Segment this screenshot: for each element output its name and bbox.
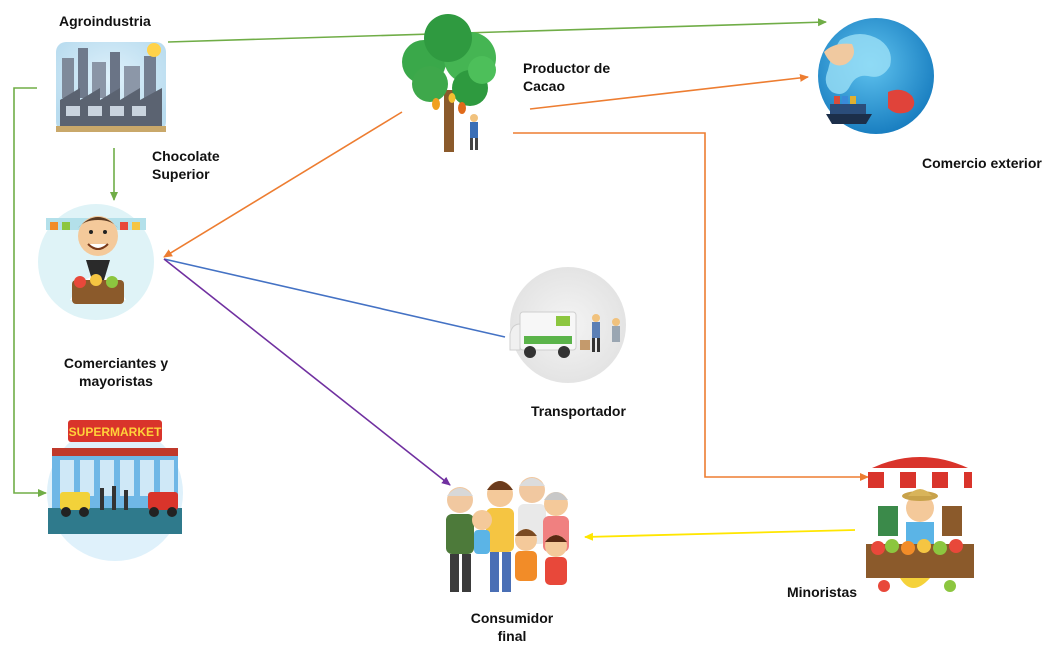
label-productor-de-cacao: Productor de Cacao — [523, 60, 611, 94]
label-transportador: Transportador — [531, 403, 626, 419]
merchant-icon — [38, 204, 154, 320]
arrow-productor-to-comerciantes — [163, 111, 403, 258]
factory-icon — [56, 42, 166, 132]
label-agroindustria: Agroindustria — [59, 13, 151, 29]
arrow-minoristas-to-consumidor — [584, 529, 856, 541]
arrow-productor-to-comercio — [529, 73, 809, 110]
globe-trade-icon — [818, 18, 934, 134]
arrow-comerciantes-to-consumidor — [163, 258, 451, 486]
arrow-productor-to-minoristas — [513, 132, 869, 481]
delivery-truck-icon — [509, 267, 626, 383]
arrow-agroindustria-to-comercio — [167, 18, 827, 43]
label-comercio-exterior: Comercio exterior — [922, 155, 1042, 171]
label-comerciantes-mayoristas: Comerciantes y mayoristas — [63, 355, 169, 389]
arrow-agroindustria-to-supermarket — [13, 87, 47, 497]
market-stall-icon — [858, 457, 982, 592]
label-minoristas: Minoristas — [787, 584, 858, 600]
supermarket-icon: SUPERMARKET — [47, 420, 183, 561]
label-consumidor-final: Consumidor final — [470, 610, 554, 644]
line-transportador-to-comerciantes — [163, 258, 506, 338]
cacao-tree-icon — [402, 14, 496, 152]
label-chocolate-superior: Chocolate Superior — [152, 148, 220, 182]
family-icon — [438, 473, 569, 601]
supermarket-sign: SUPERMARKET — [69, 425, 162, 439]
